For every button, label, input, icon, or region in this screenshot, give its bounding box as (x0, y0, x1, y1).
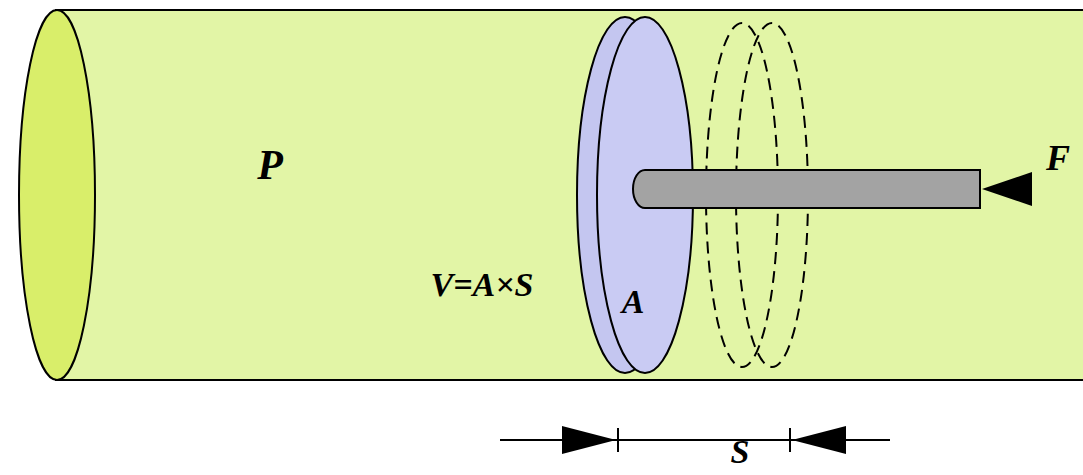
stroke-label: S (731, 435, 750, 469)
dimension-arrow (562, 426, 616, 454)
cylinder-body (55, 10, 1083, 380)
dimension-arrow (792, 426, 846, 454)
cylinder-end (19, 10, 95, 380)
force-label: F (1046, 140, 1070, 176)
cylinder-bottom-edge (55, 379, 1083, 381)
dimension-tick (789, 428, 791, 452)
piston-rod (633, 170, 980, 208)
dimension-tick (617, 428, 619, 452)
volume-formula: V=A×S (430, 268, 533, 302)
cylinder-top-edge (55, 9, 1083, 11)
area-label: A (622, 285, 645, 319)
force-arrow (982, 172, 1032, 206)
pressure-label: P (257, 144, 283, 186)
